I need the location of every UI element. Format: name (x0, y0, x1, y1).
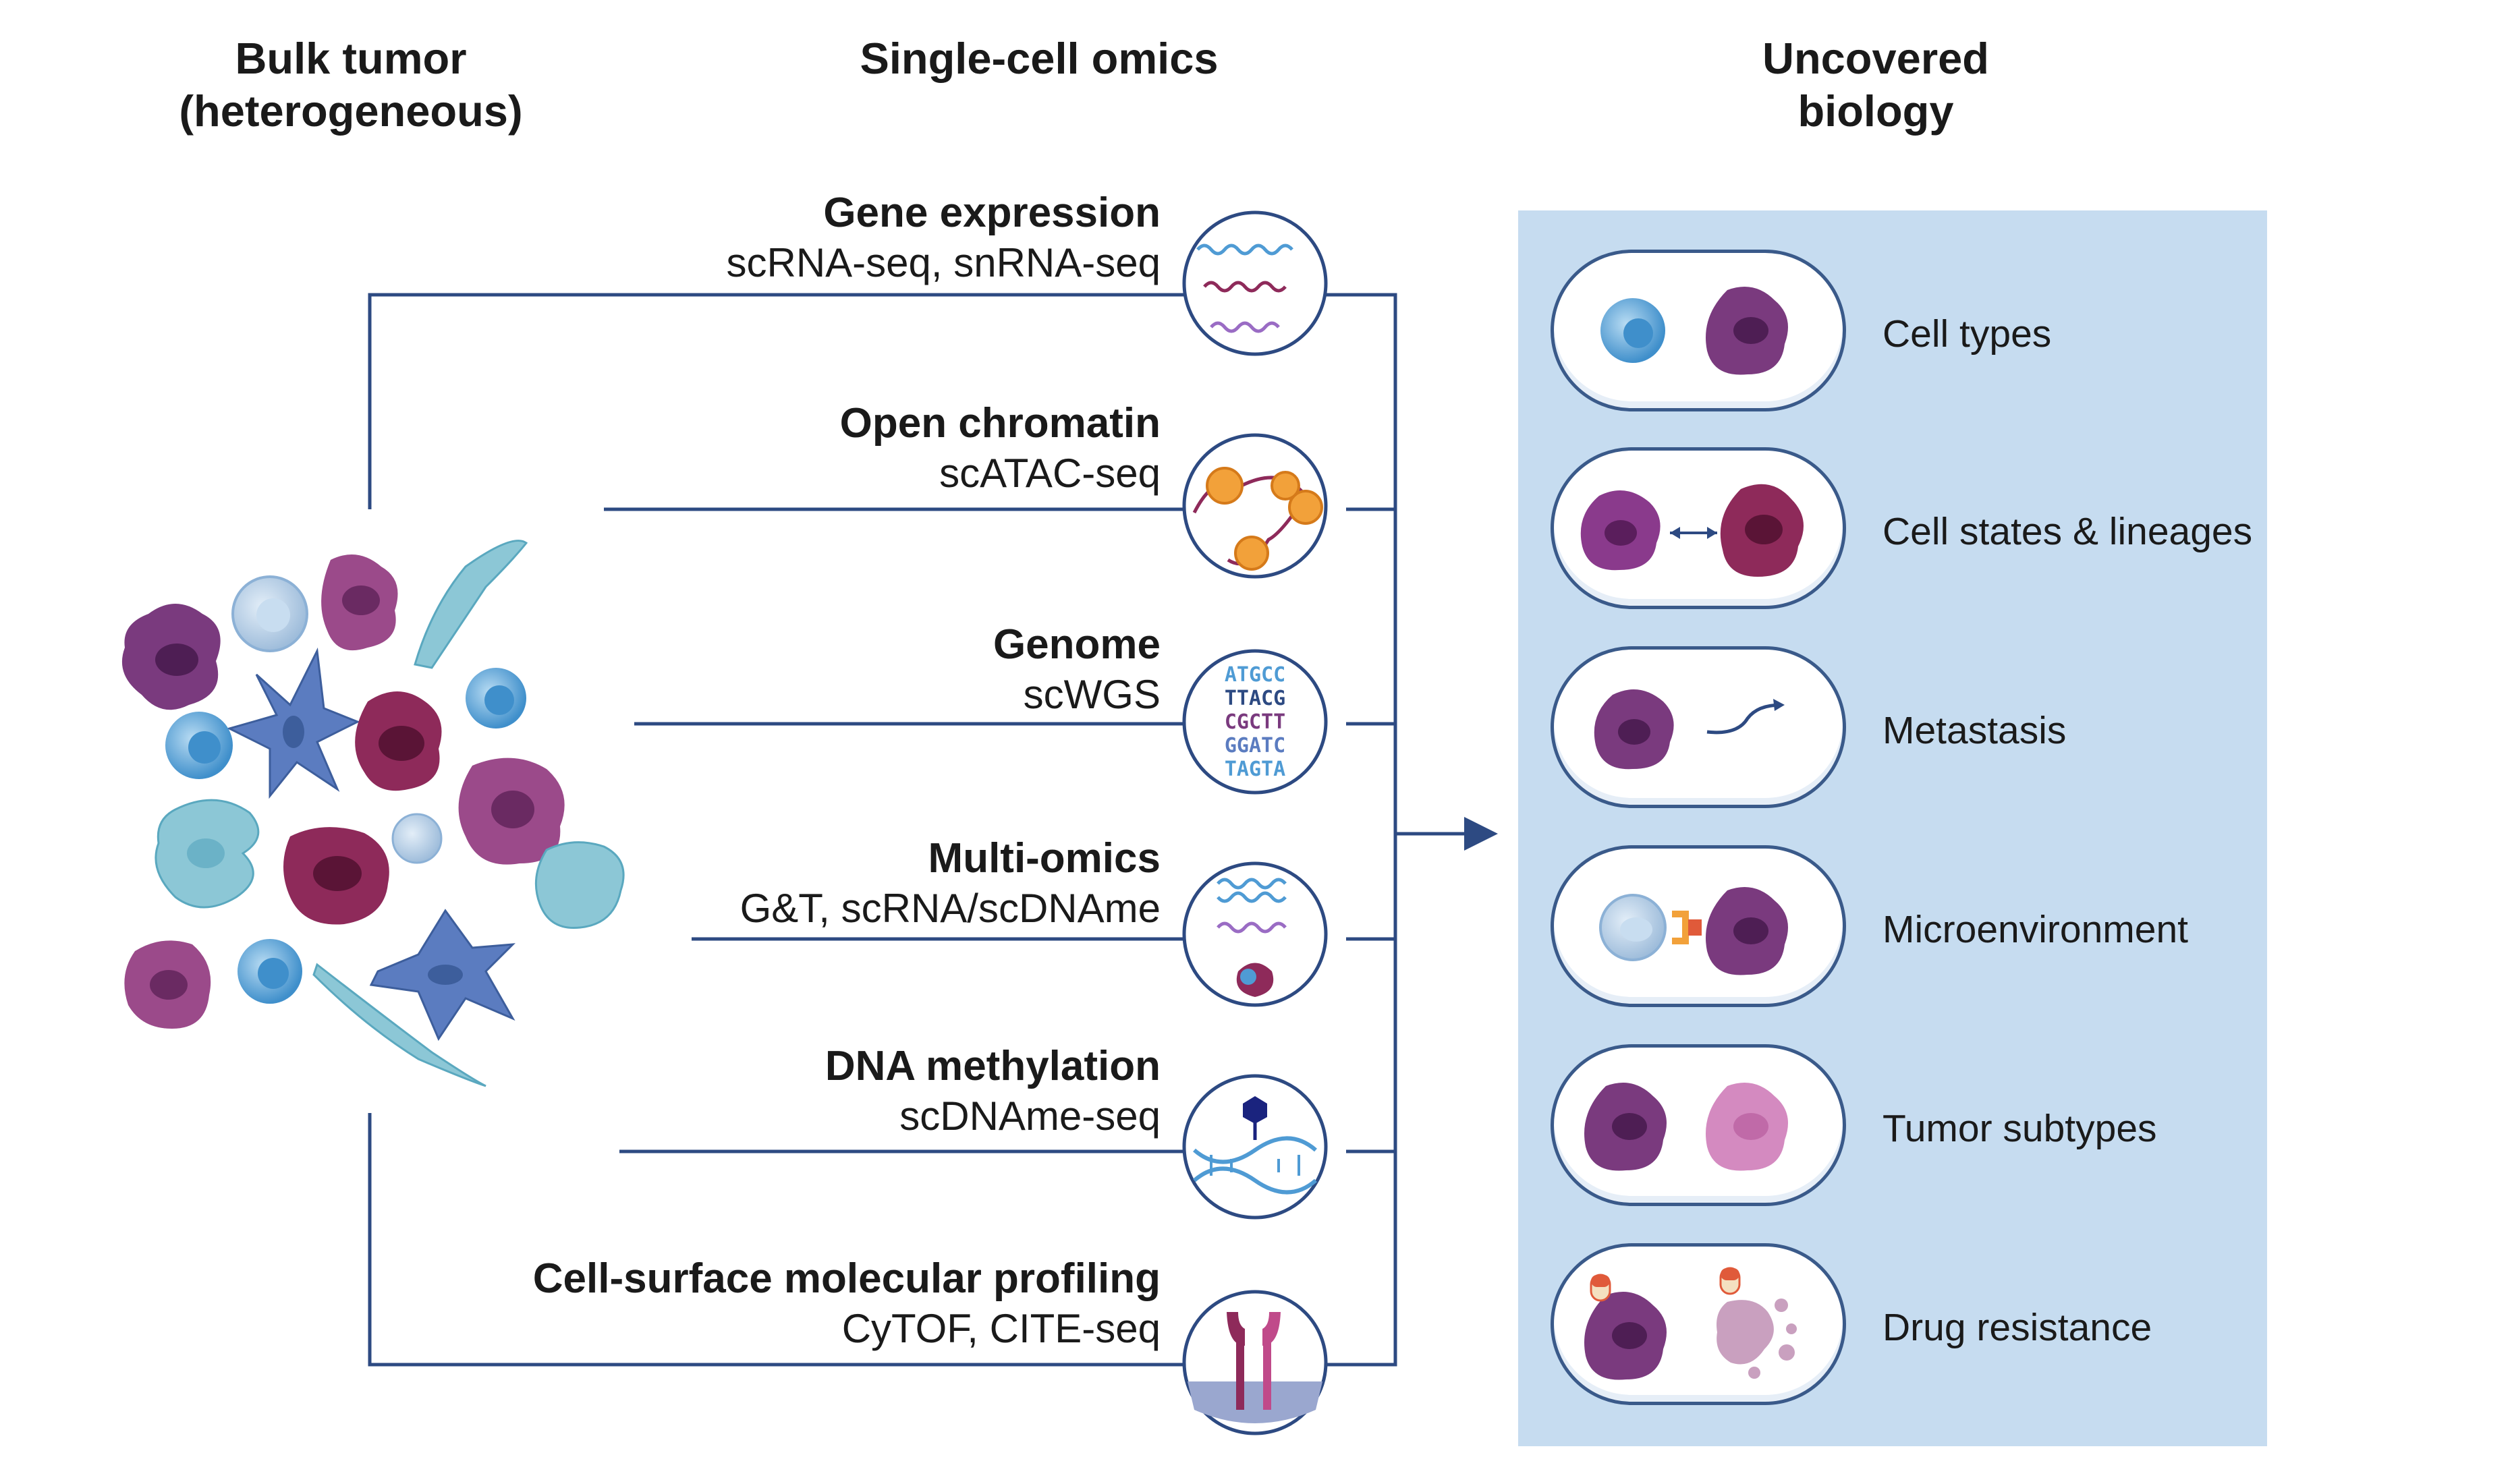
cell-types-icon (1600, 287, 1788, 375)
method-tech: CyTOF, CITE-seq (841, 1306, 1161, 1351)
method-tech: scDNAme-seq (899, 1093, 1161, 1139)
method-name: Cell-surface molecular profiling (532, 1255, 1161, 1302)
connector-gene-expression (368, 293, 1255, 509)
method-multi-omics: Multi-omics G&T, scRNA/scDNAme (740, 833, 1161, 933)
immune-nucleus (258, 958, 289, 989)
uncovered-biology-title: Uncovered biology (1667, 32, 2085, 138)
method-open-chromatin: Open chromatin scATAC-seq (840, 398, 1161, 498)
metastasis-icon (1594, 689, 1785, 770)
outcome-label: Tumor subtypes (1882, 1107, 2157, 1150)
outcome-icons (1580, 287, 1804, 1380)
surface-receptor-icon (1182, 1290, 1328, 1435)
outcome-label: Cell types (1882, 312, 2052, 355)
methylated-dna-icon (1182, 1074, 1328, 1220)
method-tech: scRNA-seq, snRNA-seq (726, 240, 1161, 285)
tumor-nucleus (155, 644, 198, 676)
bulk-tumor-cells-illustration (121, 540, 625, 1087)
tumor-nucleus (150, 970, 188, 1000)
method-name: Gene expression (823, 190, 1161, 236)
fibroblast-nucleus (428, 965, 463, 985)
collector-stubs (1346, 507, 1395, 1153)
dna-letters-row: TAGTA (1225, 758, 1285, 781)
fibroblast-nucleus (283, 716, 304, 748)
uncovered-biology-title-line2: biology (1797, 86, 1954, 136)
dna-letters-row: TTACG (1225, 687, 1285, 710)
method-name: Multi-omics (928, 835, 1161, 882)
immune-nucleus (484, 685, 514, 715)
immune-cell (391, 813, 443, 864)
microenvironment-icon (1599, 887, 1788, 975)
dna-letters-row: CGCTT (1225, 710, 1285, 734)
immune-nucleus (256, 598, 290, 632)
rna-strands-icon (1182, 210, 1328, 356)
nucleosome-icon (1182, 433, 1328, 579)
method-dna-methylation: DNA methylation scDNAme-seq (825, 1041, 1161, 1141)
dna-letters-row: GGATC (1225, 734, 1285, 758)
macrophage-nucleus (187, 838, 225, 868)
macrophage-cell (534, 841, 625, 930)
bulk-tumor-title-line2: (heterogeneous) (179, 86, 523, 136)
connector-cell-surface (368, 1113, 1255, 1367)
tumor-nucleus (342, 586, 380, 615)
tumor-nucleus (313, 856, 362, 891)
method-name: DNA methylation (825, 1043, 1161, 1089)
dna-letters-row: ATGCC (1225, 663, 1285, 687)
method-cell-surface-profiling: Cell-surface molecular profiling CyTOF, … (533, 1253, 1161, 1353)
method-tech: G&T, scRNA/scDNAme (740, 886, 1161, 931)
method-name: Open chromatin (839, 400, 1161, 447)
uncovered-biology-title-line1: Uncovered (1762, 34, 1989, 83)
method-icons: ATGCC TTACG CGCTT GGATC TAGTA (1182, 210, 1328, 1435)
outcome-label: Metastasis (1882, 709, 2067, 752)
method-name: Genome (993, 621, 1161, 668)
tumor-subtypes-icon (1584, 1083, 1788, 1171)
outcome-pill-cell-types (1551, 250, 1846, 411)
fibroblast-cell (312, 963, 486, 1087)
method-gene-expression: Gene expression scRNA-seq, snRNA-seq (726, 188, 1161, 287)
drug-resistance-icon (1584, 1267, 1797, 1380)
immune-nucleus (188, 731, 221, 764)
uncovered-biology-panel (1518, 210, 2267, 1446)
fibroblast-cell (414, 540, 528, 669)
bulk-tumor-title-line1: Bulk tumor (235, 34, 467, 83)
outcome-pill-tumor-subtypes (1551, 1044, 1846, 1206)
method-tech: scWGS (1023, 672, 1161, 717)
dna-letters-icon: ATGCC TTACG CGCTT GGATC TAGTA (1182, 649, 1328, 795)
outcome-label: Microenvironment (1882, 908, 2188, 951)
tumor-nucleus (491, 791, 534, 828)
single-cell-omics-title: Single-cell omics (796, 32, 1282, 85)
bulk-tumor-title: Bulk tumor (heterogeneous) (121, 32, 580, 138)
method-genome: Genome scWGS (993, 619, 1161, 719)
single-cell-omics-title-text: Single-cell omics (860, 34, 1219, 83)
outcome-label: Drug resistance (1882, 1306, 2152, 1349)
multi-omics-icon (1182, 861, 1328, 1007)
cell-states-icon (1580, 484, 1804, 577)
method-tech: scATAC-seq (939, 451, 1161, 496)
outcome-label: Cell states & lineages (1882, 510, 2253, 553)
tumor-nucleus (379, 726, 424, 761)
